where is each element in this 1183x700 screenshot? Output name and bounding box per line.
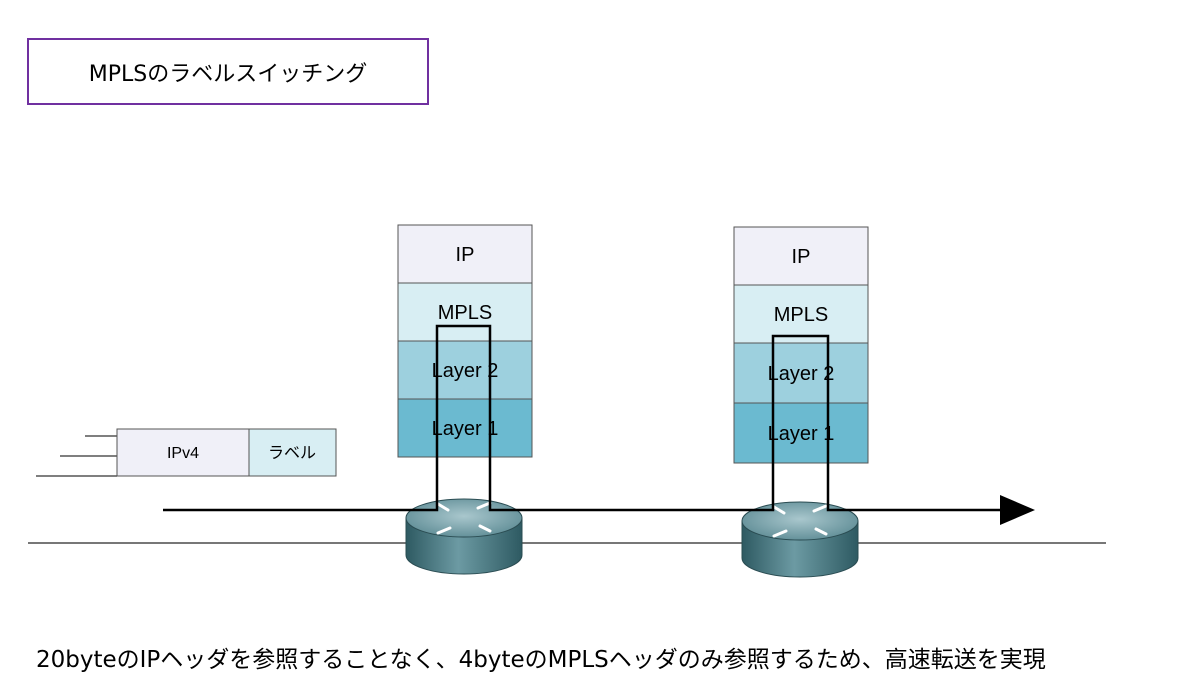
stack-1-layer1-label: Layer 1 [432, 418, 499, 440]
packet-motion-lines [36, 435, 117, 477]
diagram-title: MPLSのラベルスイッチング [27, 38, 429, 105]
packet: IPv4 ラベル [116, 428, 337, 477]
stack-2-layer1-label: Layer 1 [768, 423, 835, 445]
protocol-stack-1: IP MPLS Layer 2 Layer 1 [397, 224, 533, 458]
caption: 20byteのIPヘッダを参照することなく、4byteのMPLSヘッダのみ参照す… [36, 647, 1046, 673]
stack-1-layer2-label: Layer 2 [432, 360, 499, 382]
stack-1-layer1 [397, 398, 533, 458]
stack-2-layer2 [733, 342, 869, 404]
stack-2-layer2-label: Layer 2 [768, 363, 835, 385]
stack-1-mpls-layer [397, 282, 533, 342]
stack-2-ip-label: IP [792, 246, 811, 268]
stack-2-layer1 [733, 402, 869, 464]
router-1-icon [405, 498, 523, 575]
stack-2-mpls-label: MPLS [774, 304, 828, 326]
router-2-icon [741, 501, 859, 578]
stack-2-ip-layer [733, 226, 869, 286]
packet-label-field [248, 428, 337, 477]
stack-1-ip-label: IP [456, 244, 475, 266]
packet-ipv4-field [116, 428, 250, 477]
label-switch-path [163, 324, 1035, 525]
packet-label-label: ラベル [268, 445, 316, 462]
packet-ipv4-label: IPv4 [167, 445, 199, 462]
stack-1-mpls-label: MPLS [438, 302, 492, 324]
stack-1-ip-layer [397, 224, 533, 284]
stack-1-layer2 [397, 340, 533, 400]
protocol-stack-2: IP MPLS Layer 2 Layer 1 [733, 226, 869, 464]
